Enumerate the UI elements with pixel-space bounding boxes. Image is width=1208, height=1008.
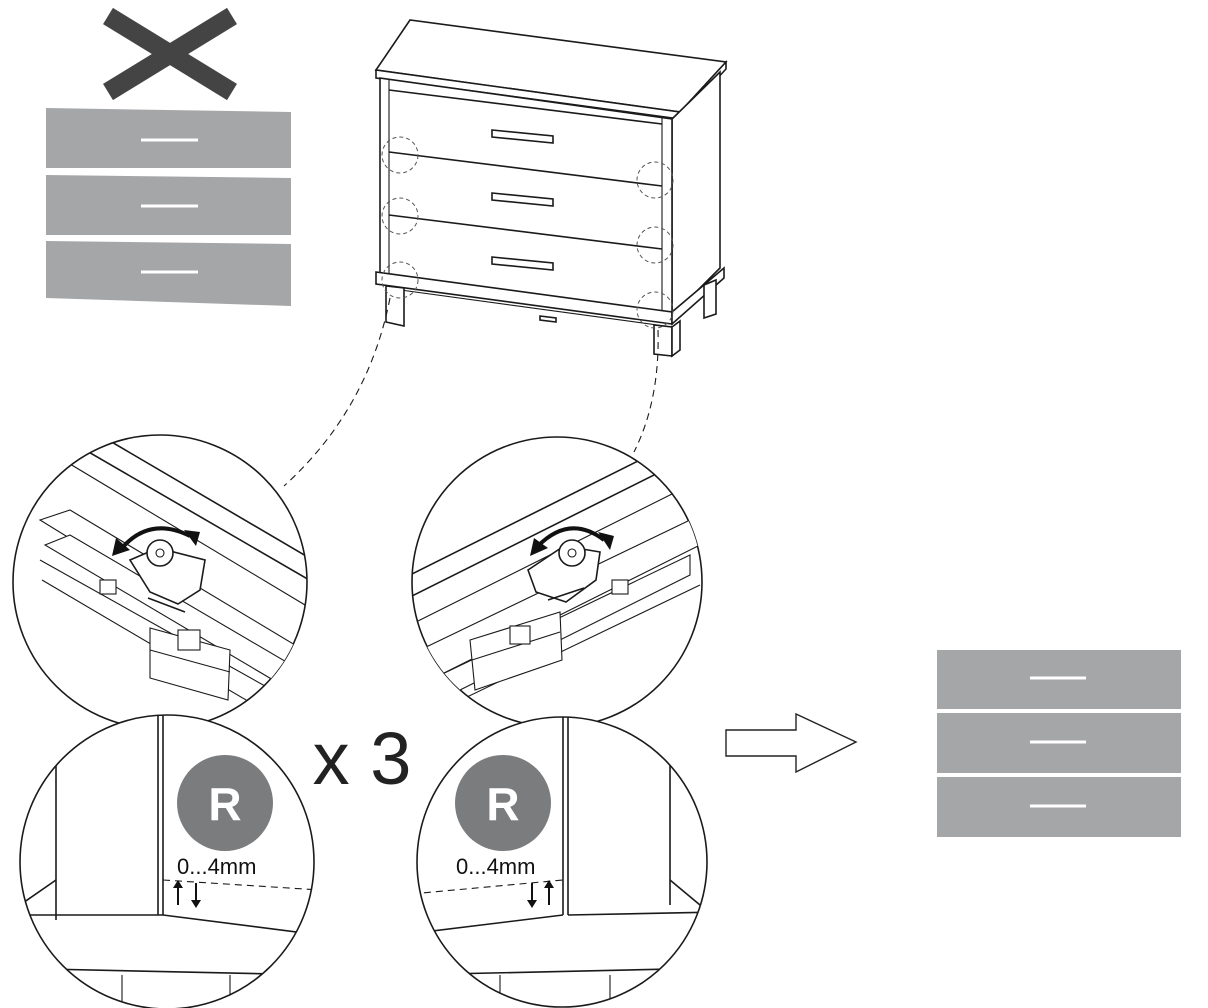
r-badge-left: R xyxy=(177,755,273,851)
detail-right-adjuster xyxy=(411,436,703,728)
wrong-drawer-top xyxy=(46,108,291,168)
handle-top xyxy=(491,129,554,144)
arrow-right-icon xyxy=(725,712,858,774)
handle-bottom xyxy=(491,256,554,271)
r-badge-right: R xyxy=(455,755,551,851)
leader-line-left xyxy=(283,297,391,487)
tolerance-label-right: 0...4mm xyxy=(456,854,535,879)
gap-arrows-icon xyxy=(527,880,554,908)
gap-arrows-icon xyxy=(173,880,201,908)
rotate-arrows-icon xyxy=(112,526,200,556)
correct-drawer-stack xyxy=(937,650,1181,837)
chest-of-drawers xyxy=(374,19,728,358)
leader-line-right xyxy=(633,329,659,453)
detail-left-adjuster xyxy=(12,434,308,730)
svg-text:R: R xyxy=(208,778,241,830)
detail-right-gap xyxy=(416,716,708,1008)
tolerance-label-left: 0...4mm xyxy=(177,854,256,879)
cross-icon xyxy=(103,7,237,101)
wrong-drawer-stack xyxy=(46,7,291,306)
detail-left-gap xyxy=(19,714,315,1008)
svg-text:R: R xyxy=(486,778,519,830)
rotate-arrows-icon xyxy=(530,526,614,556)
handle-middle xyxy=(491,192,554,207)
multiplier-label: x 3 xyxy=(313,717,412,800)
